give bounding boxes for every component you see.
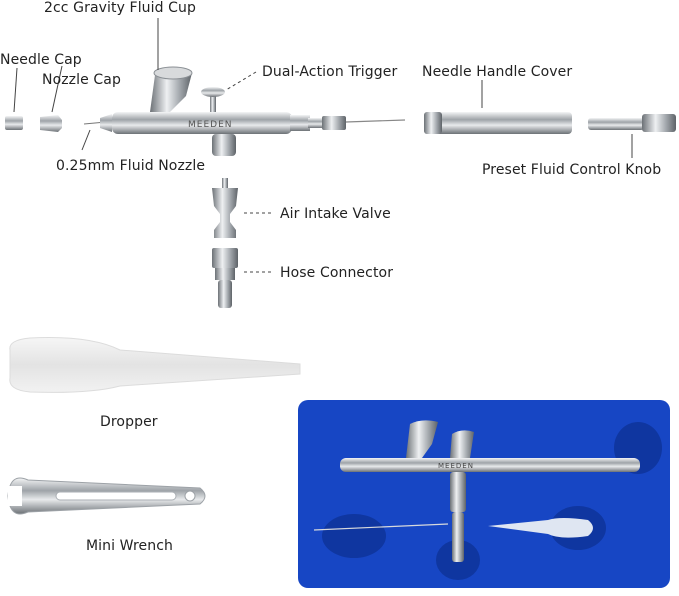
mini-wrench-label: Mini Wrench (86, 538, 174, 554)
dropper-label: Dropper (100, 414, 158, 430)
needle-cap-label: Needle Cap (0, 52, 82, 68)
airbrush-body-part: MEEDEN (83, 66, 406, 156)
nozzle-cap-part (40, 115, 62, 132)
mini-wrench-part (7, 477, 206, 515)
preset-knob-label: Preset Fluid Control Knob (482, 162, 662, 178)
svg-text:MEEDEN: MEEDEN (188, 120, 233, 130)
storage-case: MEEDEN (298, 400, 670, 588)
dropper-part (9, 337, 301, 393)
air-intake-label: Air Intake Valve (280, 206, 391, 222)
needle-cap-part (5, 116, 23, 130)
hose-connector-part (212, 248, 238, 308)
needle-handle-cover-label: Needle Handle Cover (422, 64, 573, 80)
case-contents: MEEDEN (313, 420, 662, 580)
air-intake-valve-part (212, 178, 238, 238)
case-brand-text: MEEDEN (438, 462, 474, 470)
leader-lines (13, 18, 633, 273)
fluid-nozzle-label: 0.25mm Fluid Nozzle (56, 158, 206, 174)
nozzle-cap-label: Nozzle Cap (42, 72, 121, 88)
trigger-label: Dual-Action Trigger (262, 64, 398, 80)
preset-knob-part (588, 114, 676, 132)
hose-connector-label: Hose Connector (280, 265, 394, 281)
fluid-cup-label: 2cc Gravity Fluid Cup (44, 0, 197, 16)
needle-handle-cover-part (424, 112, 572, 134)
